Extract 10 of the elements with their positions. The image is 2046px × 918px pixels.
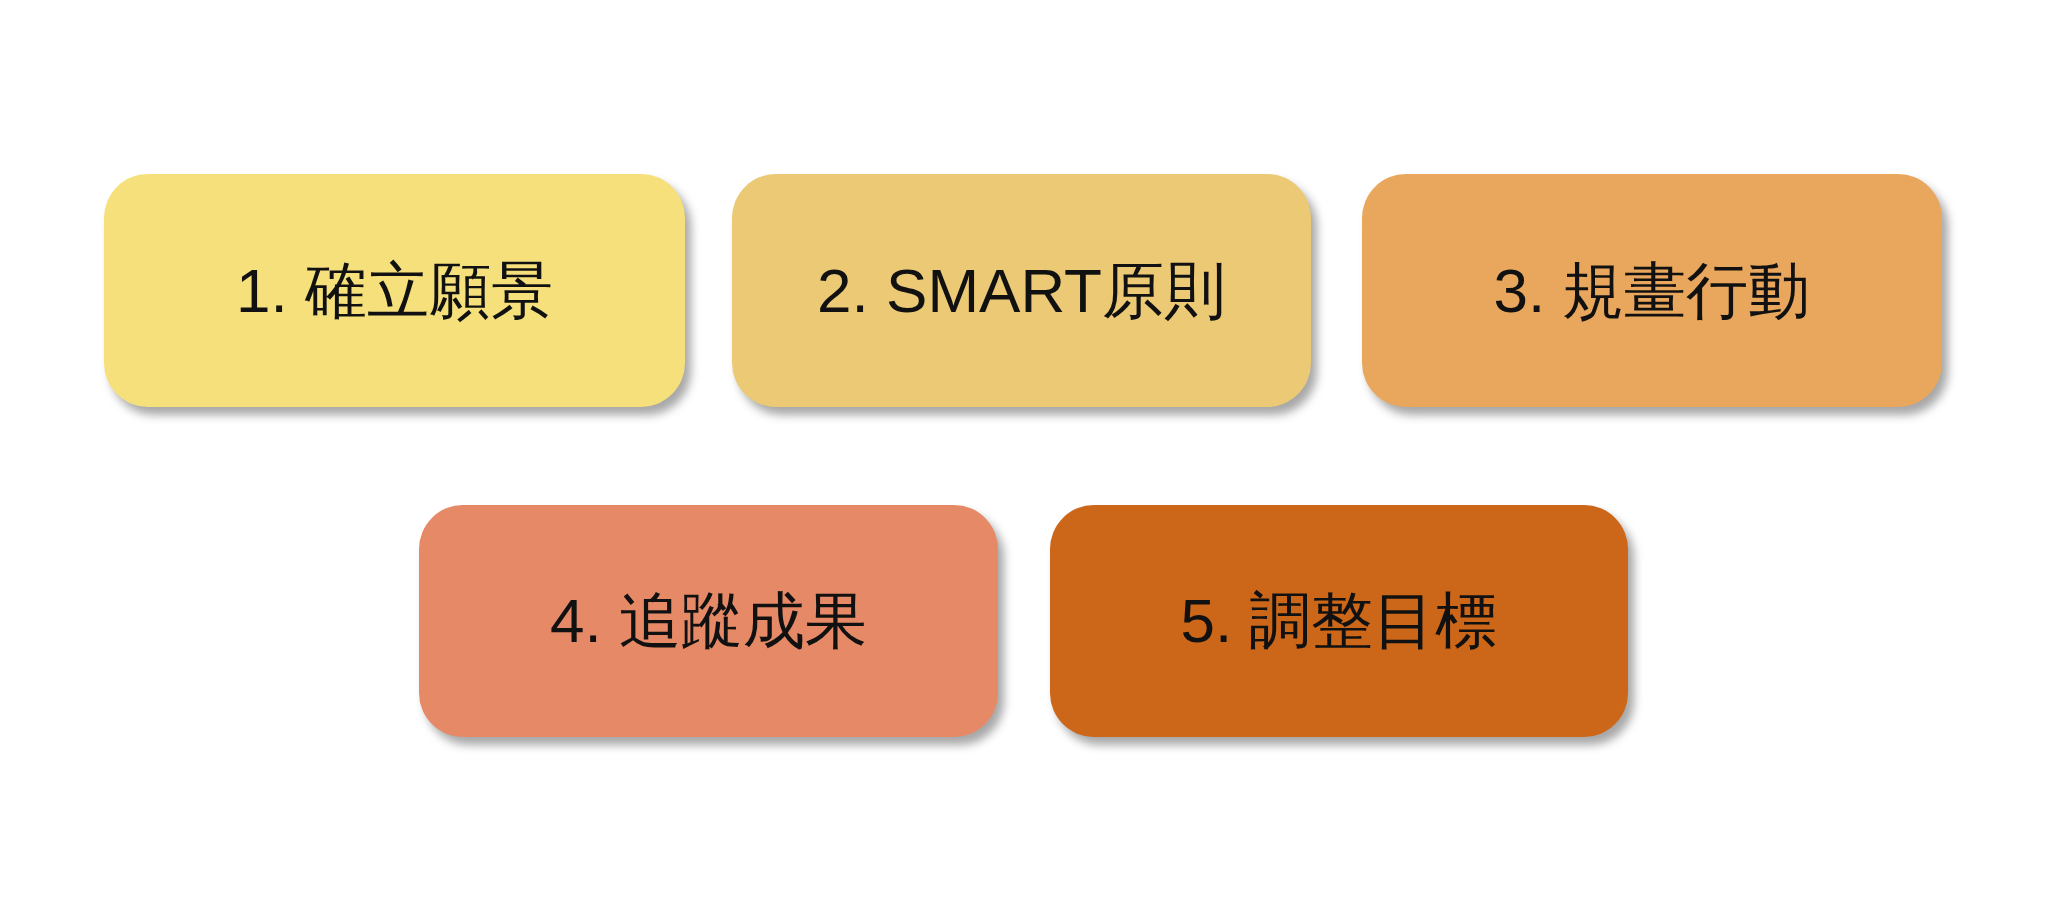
step-card (732, 174, 1311, 407)
step-label: 1. 確立願景 (236, 254, 553, 327)
step-label: 2. SMART原則 (817, 254, 1226, 327)
step-label: 4. 追蹤成果 (550, 585, 867, 657)
step-label: 3. 規畫行動 (1493, 254, 1811, 327)
step-card (1362, 174, 1942, 407)
step-card (1050, 505, 1628, 737)
step-label: 5. 調整目標 (1180, 585, 1498, 657)
step-card (104, 174, 685, 407)
step-card (419, 505, 998, 737)
